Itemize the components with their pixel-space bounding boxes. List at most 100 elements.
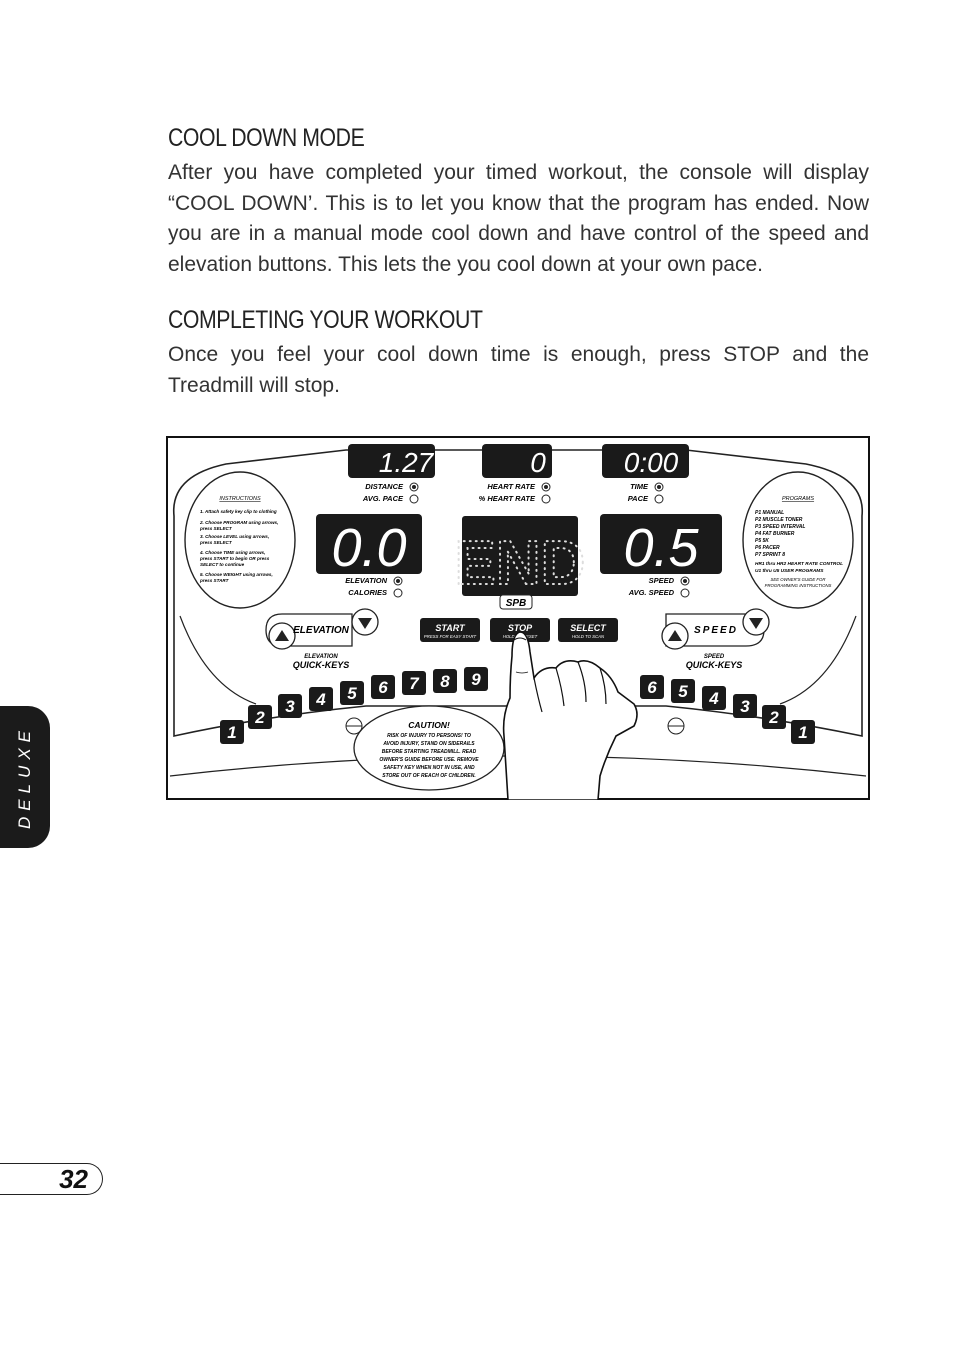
program-line: P5 5K	[755, 538, 769, 544]
completing-workout-heading: COMPLETING YOUR WORKOUT	[168, 306, 483, 334]
speed-key[interactable]: 1	[791, 720, 815, 744]
instruction-line: 5. Choose WEIGHT using arrows,	[200, 572, 273, 577]
speed-key[interactable]: 4	[702, 686, 726, 710]
svg-text:6: 6	[378, 678, 388, 697]
start-button-label: START	[435, 623, 466, 633]
cool-down-paragraph: After you have completed your timed work…	[168, 161, 869, 276]
svg-text:1: 1	[798, 723, 807, 742]
svg-text:5: 5	[678, 682, 688, 701]
speed-quickkeys-label: QUICK-KEYS	[686, 660, 743, 670]
speed-key[interactable]: 6	[640, 675, 664, 699]
caution-line: OWNER'S GUIDE BEFORE USE. REMOVE	[379, 757, 479, 763]
instruction-line: press SELECT	[199, 526, 233, 531]
distance-label: DISTANCE	[365, 482, 404, 491]
elevation-key[interactable]: 7	[402, 671, 426, 695]
start-button-sub: PRESS FOR EASY START	[424, 634, 477, 639]
programs-list: P1 MANUAL P2 MUSCLE TONER P3 SPEED INTER…	[755, 510, 843, 574]
speed-quick-keys: 6 5 4 3 2 1	[640, 675, 815, 744]
instructions-list: 1. Attach safety key clip to clothing 2.…	[199, 509, 278, 583]
select-button[interactable]: SELECT HOLD TO SCAN	[558, 618, 618, 642]
program-line: P1 MANUAL	[755, 510, 784, 516]
speed-up-icon[interactable]	[668, 630, 682, 641]
svg-text:3: 3	[285, 697, 295, 716]
speed-key[interactable]: 5	[671, 679, 695, 703]
speed-key[interactable]: 3	[733, 694, 757, 718]
programs-note: PROGRAMMING INSTRUCTIONS	[765, 583, 832, 588]
cool-down-heading: COOL DOWN MODE	[168, 124, 365, 152]
heart-rate-label: HEART RATE	[487, 482, 536, 491]
speed-quickkeys-small: SPEED	[704, 654, 725, 660]
time-label: TIME	[630, 482, 649, 491]
speed-control[interactable]: SPEED	[661, 608, 770, 650]
instruction-line: press START to begin OR press	[199, 556, 270, 561]
heart-rate-display: 0	[530, 447, 546, 478]
elevation-up-icon[interactable]	[275, 630, 289, 641]
elevation-quickkeys-small: ELEVATION	[304, 654, 338, 660]
instruction-line: 1. Attach safety key clip to clothing	[200, 509, 277, 514]
program-line: HR1 thru HR2 HEART RATE CONTROL	[755, 561, 843, 567]
program-line: P7 SPRINT 8	[755, 552, 785, 558]
elevation-key[interactable]: 9	[464, 667, 488, 691]
svg-text:4: 4	[708, 689, 719, 708]
console-illustration: 1.27 0 0:00 DISTANCE AVG. PACE HEART RAT…	[166, 436, 870, 800]
svg-text:7: 7	[409, 674, 420, 693]
speed-key[interactable]: 2	[762, 705, 786, 729]
program-line: P2 MUSCLE TONER	[755, 517, 803, 523]
elevation-key[interactable]: 8	[433, 669, 457, 693]
instruction-line: SELECT to continue	[200, 562, 245, 567]
elevation-button-label: ELEVATION	[293, 625, 350, 636]
svg-text:9: 9	[471, 670, 481, 689]
deluxe-side-tab: DELUXE	[0, 706, 50, 848]
program-line: U1 thru U5 USER PROGRAMS	[755, 568, 824, 574]
elevation-quickkeys-label: QUICK-KEYS	[293, 660, 350, 670]
page-number-tab: 32	[0, 1163, 103, 1195]
hand-illustration	[502, 631, 638, 800]
instruction-line: 4. Choose TIME using arrows,	[199, 550, 265, 555]
instructions-title: INSTRUCTIONS	[219, 496, 261, 502]
elevation-down-icon[interactable]	[358, 618, 372, 629]
select-button-sub: HOLD TO SCAN	[572, 634, 605, 639]
start-button[interactable]: START PRESS FOR EASY START	[420, 618, 480, 642]
avg-pace-label: AVG. PACE	[362, 494, 404, 503]
completing-workout-paragraph: Once you feel your cool down time is eno…	[168, 343, 869, 397]
caution-line: RISK OF INJURY TO PERSONS! TO	[387, 733, 471, 739]
caution-line: BEFORE STARTING TREADMILL. READ	[382, 749, 477, 755]
spb-badge: SPB	[506, 598, 527, 609]
elevation-display: 0.0	[331, 518, 406, 578]
speed-display: 0.5	[623, 518, 699, 578]
speed-down-icon[interactable]	[749, 618, 763, 629]
distance-display: 1.27	[379, 447, 435, 478]
elevation-key[interactable]: 3	[278, 694, 302, 718]
svg-text:2: 2	[254, 708, 265, 727]
elevation-key[interactable]: 6	[371, 675, 395, 699]
page-number: 32	[59, 1164, 88, 1194]
programs-note: SEE OWNER'S GUIDE FOR	[770, 577, 825, 582]
caution-line: AVOID INJURY, STAND ON SIDERAILS	[382, 741, 475, 747]
instruction-line: 3. Choose LEVEL using arrows,	[200, 534, 269, 539]
elevation-key[interactable]: 5	[340, 681, 364, 705]
program-line: P3 SPEED INTERVAL	[755, 524, 805, 530]
programs-title: PROGRAMS	[782, 496, 814, 502]
time-display: 0:00	[624, 447, 679, 478]
caution-line: STORE OUT OF REACH OF CHILDREN.	[382, 773, 476, 779]
caution-title: CAUTION!	[408, 720, 450, 730]
program-line: P4 FAT BURNER	[755, 531, 795, 537]
elevation-key[interactable]: 4	[309, 687, 333, 711]
instruction-line: press SELECT	[199, 540, 233, 545]
svg-text:5: 5	[347, 684, 357, 703]
avg-speed-label: AVG. SPEED	[628, 588, 675, 597]
instruction-line: press START	[199, 578, 230, 583]
caution-line: SAFETY KEY WHEN NOT IN USE, AND	[383, 765, 475, 771]
calories-label: CALORIES	[348, 588, 387, 597]
svg-text:8: 8	[440, 672, 450, 691]
elevation-key[interactable]: 2	[248, 705, 272, 729]
svg-text:2: 2	[768, 708, 779, 727]
pace-label: PACE	[628, 494, 649, 503]
svg-text:1: 1	[227, 723, 236, 742]
svg-text:3: 3	[740, 697, 750, 716]
speed-button-label: SPEED	[694, 625, 738, 636]
elevation-control[interactable]: ELEVATION	[265, 608, 379, 650]
svg-text:6: 6	[647, 678, 657, 697]
speed-label: SPEED	[649, 576, 675, 585]
elevation-key[interactable]: 1	[220, 720, 244, 744]
